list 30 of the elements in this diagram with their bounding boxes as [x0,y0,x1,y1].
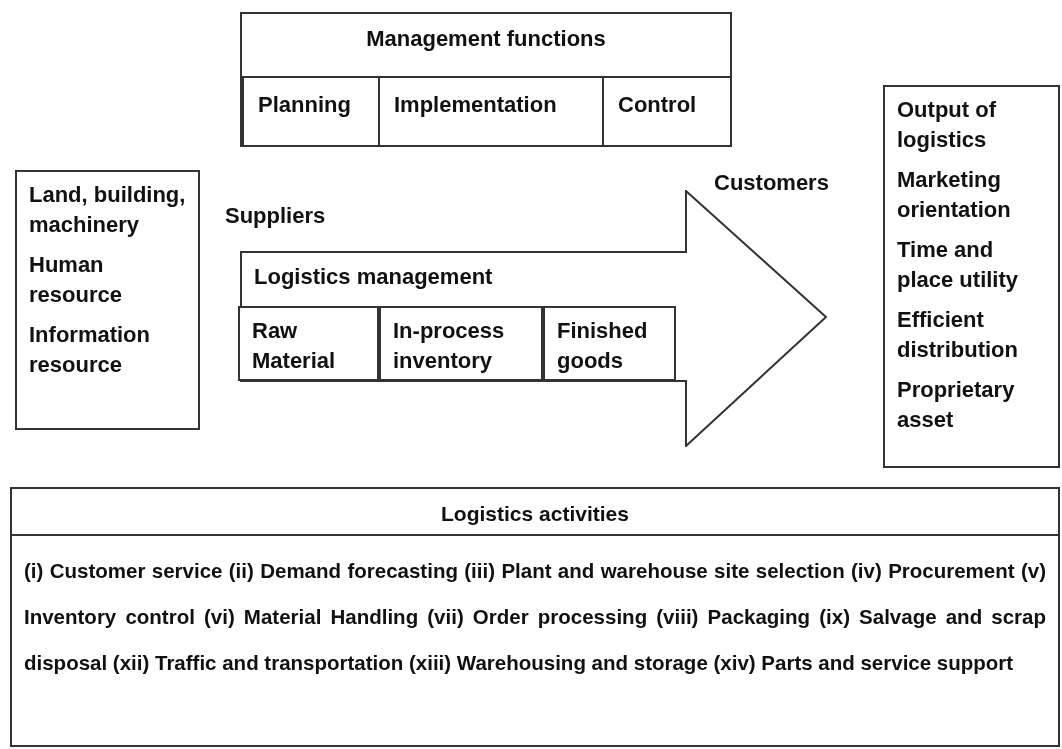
cell-text: Finished goods [557,317,649,375]
cell-text: In-process inventory [393,317,506,375]
cell-text: Control [618,91,698,119]
table-cell [379,306,543,381]
table-cell [602,76,732,147]
cell-text: Implementation [394,91,558,119]
list-box [15,170,200,430]
cell-text: Raw Material [252,317,337,375]
list-item: Land, building, machinery [29,181,186,239]
table-cell [378,76,602,147]
table-cell [543,306,676,381]
table-cell [242,76,378,147]
panel-heading: Logistics activities [12,489,1058,536]
party-label: Customers [714,169,829,197]
list-item: Efficient distribution [897,306,1019,364]
cell-text: Planning [258,91,352,119]
list-item: Time and place utility [897,236,1020,294]
party-label: Suppliers [225,202,326,230]
list-item: Information resource [29,321,151,379]
arrow-heading: Logistics management [254,263,493,291]
list-item: Proprietary asset [897,376,1016,434]
activities-panel [10,487,1060,747]
function-box [240,12,732,147]
activities-paragraph: (i) Customer service (ii) Demand forecasting (iii) Plant and warehouse site selection (iv) Procurement (v) Inventory control (vi) Material Handling (vii) Order processing (viii) Packaging (ix) Salvage and scrap disposal (xii) Traffic and transportation (xiii) Warehousing and storage (xiv) Parts and service support [23,558,1047,676]
list-box [883,85,1060,468]
list-item: Marketing orientation [897,166,1012,224]
list-item: Output of logistics [897,96,997,154]
list-item: Human resource [29,251,123,309]
box-heading: Management functions [365,25,607,53]
table-cell [238,306,379,381]
